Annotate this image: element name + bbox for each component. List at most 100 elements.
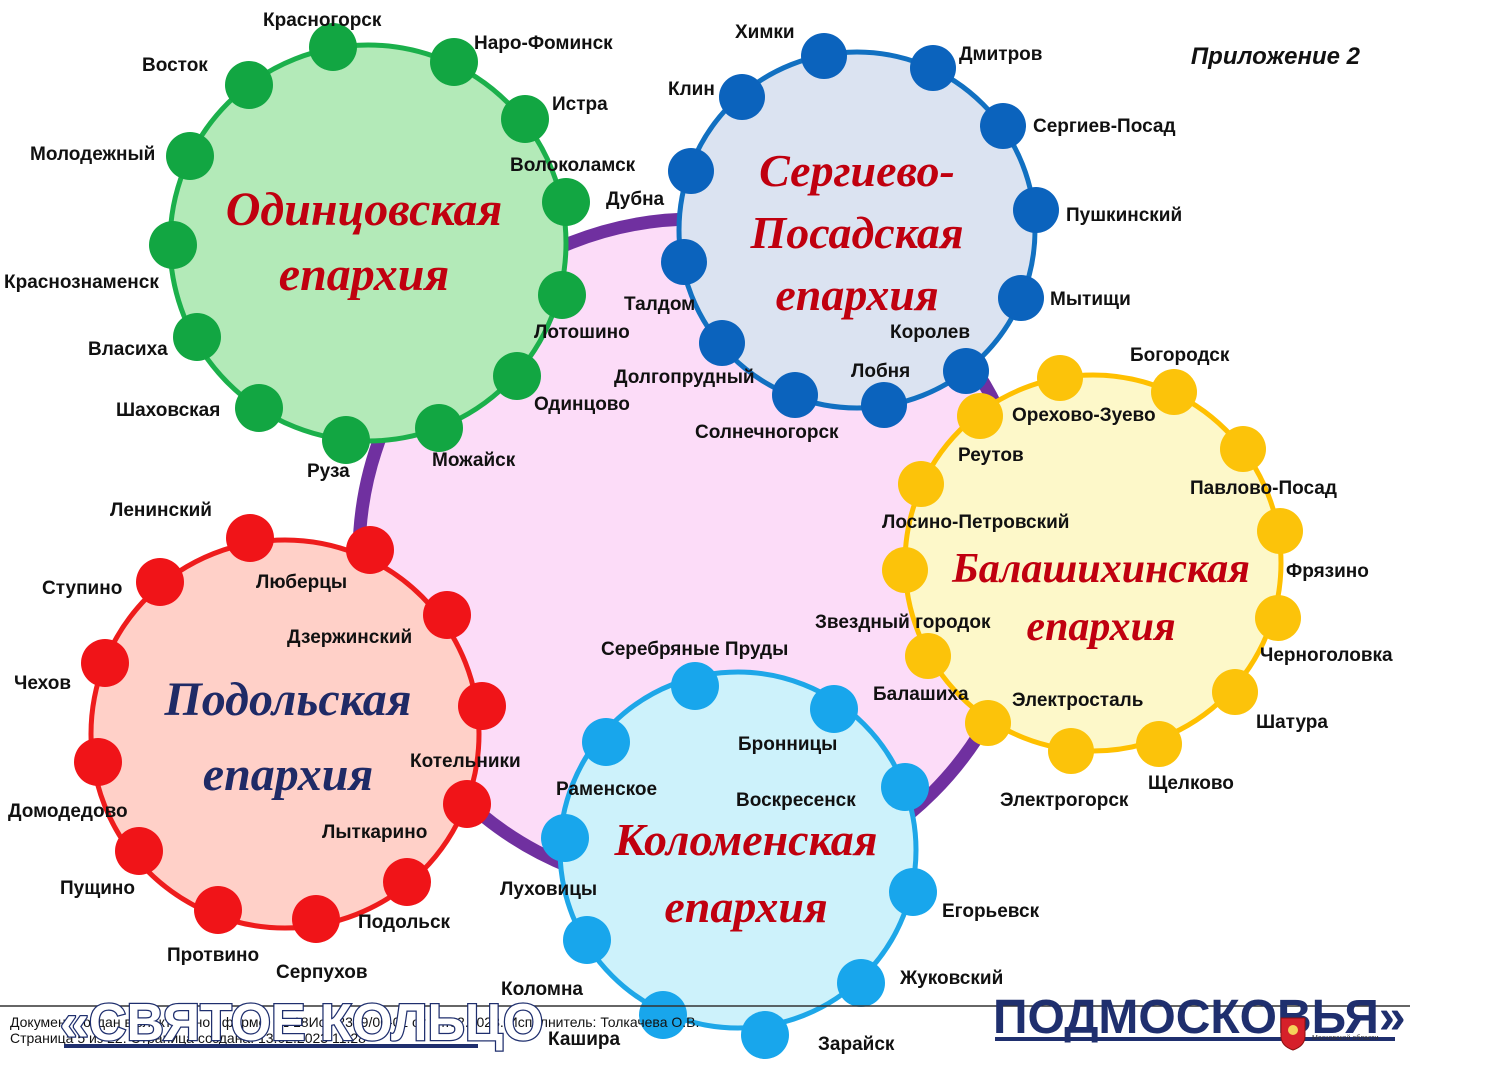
balashikha-town-dot: [1136, 721, 1182, 767]
town-label: Руза: [307, 461, 350, 482]
town-label: Подольск: [358, 912, 451, 933]
sergiev-posad-town-dot: [719, 74, 765, 120]
odintsovo-town-dot: [149, 221, 197, 269]
sergiev-posad-diocese: Сергиево- Посадская епархия: [661, 33, 1059, 428]
town-label: Луховицы: [500, 879, 597, 900]
odintsovo-town-dot: [493, 352, 541, 400]
sergiev-posad-town-dot: [772, 372, 818, 418]
odintsovo-town-dot: [173, 313, 221, 361]
town-label: Солнечногорск: [695, 422, 839, 443]
sergiev-posad-town-dot: [1013, 187, 1059, 233]
balashikha-town-dot: [1151, 369, 1197, 415]
town-label: Мытищи: [1050, 289, 1131, 310]
kolomna-town-dot: [671, 662, 719, 710]
podolsk-diocese: Подольская епархия: [74, 514, 506, 943]
town-label: Коломна: [501, 979, 583, 1000]
podolsk-town-dot: [74, 738, 122, 786]
town-label: Молодежный: [30, 144, 155, 165]
kolomna-town-labels: Серебряные Пруды Бронницы Раменское Воск…: [500, 639, 1040, 1055]
odintsovo-town-dot: [322, 416, 370, 464]
podolsk-town-dot: [423, 591, 471, 639]
town-label: Химки: [735, 22, 795, 43]
kolomna-town-dot: [582, 718, 630, 766]
sergiev-posad-town-dot: [943, 348, 989, 394]
kolomna-title-line-1: Коломенская: [614, 814, 878, 865]
town-label: Шаховская: [116, 400, 220, 421]
banner-right-text: ПОДМОСКОВЬЯ»: [993, 991, 1406, 1044]
podolsk-town-dot: [136, 558, 184, 606]
town-label: Орехово-Зуево: [1012, 405, 1156, 426]
town-label: Истра: [552, 94, 608, 115]
footer-line-2: Страница 5 из 22. Страница создана: 13.0…: [10, 1030, 366, 1046]
town-label: Власиха: [88, 339, 168, 360]
town-label: Ленинский: [110, 500, 212, 521]
podolsk-circle: [88, 537, 482, 931]
balashikha-town-dot: [1255, 595, 1301, 641]
sergiev-posad-town-dot: [801, 33, 847, 79]
sergiev-posad-town-dot: [661, 239, 707, 285]
town-label: Люберцы: [256, 572, 347, 593]
town-label: Пущино: [60, 878, 135, 899]
balashikha-town-dot: [882, 547, 928, 593]
sergiev-posad-town-dot: [910, 45, 956, 91]
podolsk-town-dot: [346, 526, 394, 574]
appendix-label: Приложение 2: [1191, 43, 1361, 70]
town-label: Жуковский: [899, 968, 1003, 989]
balashikha-town-dot: [898, 461, 944, 507]
town-label: Серебряные Пруды: [601, 639, 788, 660]
town-label: Серпухов: [276, 962, 368, 983]
odintsovo-town-dot: [225, 61, 273, 109]
town-label: Лобня: [851, 361, 910, 382]
town-label: Долгопрудный: [614, 367, 755, 388]
balashikha-town-dot: [1257, 508, 1303, 554]
emblem-caption: Московской области: [1312, 1034, 1379, 1042]
odintsovo-diocese: Одинцовская епархия: [149, 23, 590, 464]
town-label: Богородск: [1130, 345, 1230, 366]
balashikha-diocese: Балашихинская епархия: [882, 355, 1303, 774]
town-label: Наро-Фоминск: [474, 33, 613, 54]
town-label: Дмитров: [959, 44, 1042, 65]
balashikha-title-line-2: епархия: [1026, 604, 1175, 650]
podolsk-town-dot: [194, 886, 242, 934]
podolsk-town-dot: [458, 682, 506, 730]
odintsovo-town-dot: [309, 23, 357, 71]
town-label: Лотошино: [534, 322, 630, 343]
town-label: Павлово-Посад: [1190, 478, 1337, 499]
balashikha-town-dot: [1037, 355, 1083, 401]
odintsovo-title-line-1: Одинцовская: [226, 183, 503, 236]
town-label: Дзержинский: [287, 627, 412, 648]
town-label: Чехов: [14, 673, 71, 694]
town-label: Раменское: [556, 779, 657, 800]
kolomna-town-dot: [837, 959, 885, 1007]
balashikha-town-dot: [905, 633, 951, 679]
kolomna-town-dot: [563, 916, 611, 964]
kolomna-town-dot: [741, 1011, 789, 1059]
balashikha-town-dot: [1220, 426, 1266, 472]
kolomna-town-dot: [889, 868, 937, 916]
town-label: Фрязино: [1286, 561, 1369, 582]
town-label: Лыткарино: [322, 822, 427, 843]
moscow-oblast-emblem: Московской области: [1280, 1017, 1379, 1051]
town-label: Дубна: [606, 189, 665, 210]
podolsk-town-dot: [81, 639, 129, 687]
odintsovo-town-dot: [415, 404, 463, 452]
kolomna-diocese: Коломенская епархия: [541, 662, 937, 1059]
podolsk-title-line-1: Подольская: [163, 673, 411, 726]
town-label: Клин: [668, 79, 715, 100]
town-label: Зарайск: [818, 1034, 895, 1055]
town-label: Балашиха: [873, 684, 969, 705]
odintsovo-town-dot: [235, 384, 283, 432]
town-label: Восток: [142, 55, 208, 76]
town-label: Королев: [890, 322, 970, 343]
odintsovo-town-dot: [538, 271, 586, 319]
odintsovo-town-labels: Красногорск Наро-Фоминск Восток Истра Мо…: [4, 10, 695, 482]
town-label: Шатура: [1256, 712, 1328, 733]
balashikha-town-dot: [965, 700, 1011, 746]
odintsovo-town-dot: [430, 38, 478, 86]
kolomna-town-dot: [541, 814, 589, 862]
town-label: Краснознаменск: [4, 272, 159, 293]
kolomna-title-line-2: епархия: [664, 881, 827, 932]
footer-line-1: Документ создан в электронной форме. № 1…: [10, 1014, 699, 1030]
